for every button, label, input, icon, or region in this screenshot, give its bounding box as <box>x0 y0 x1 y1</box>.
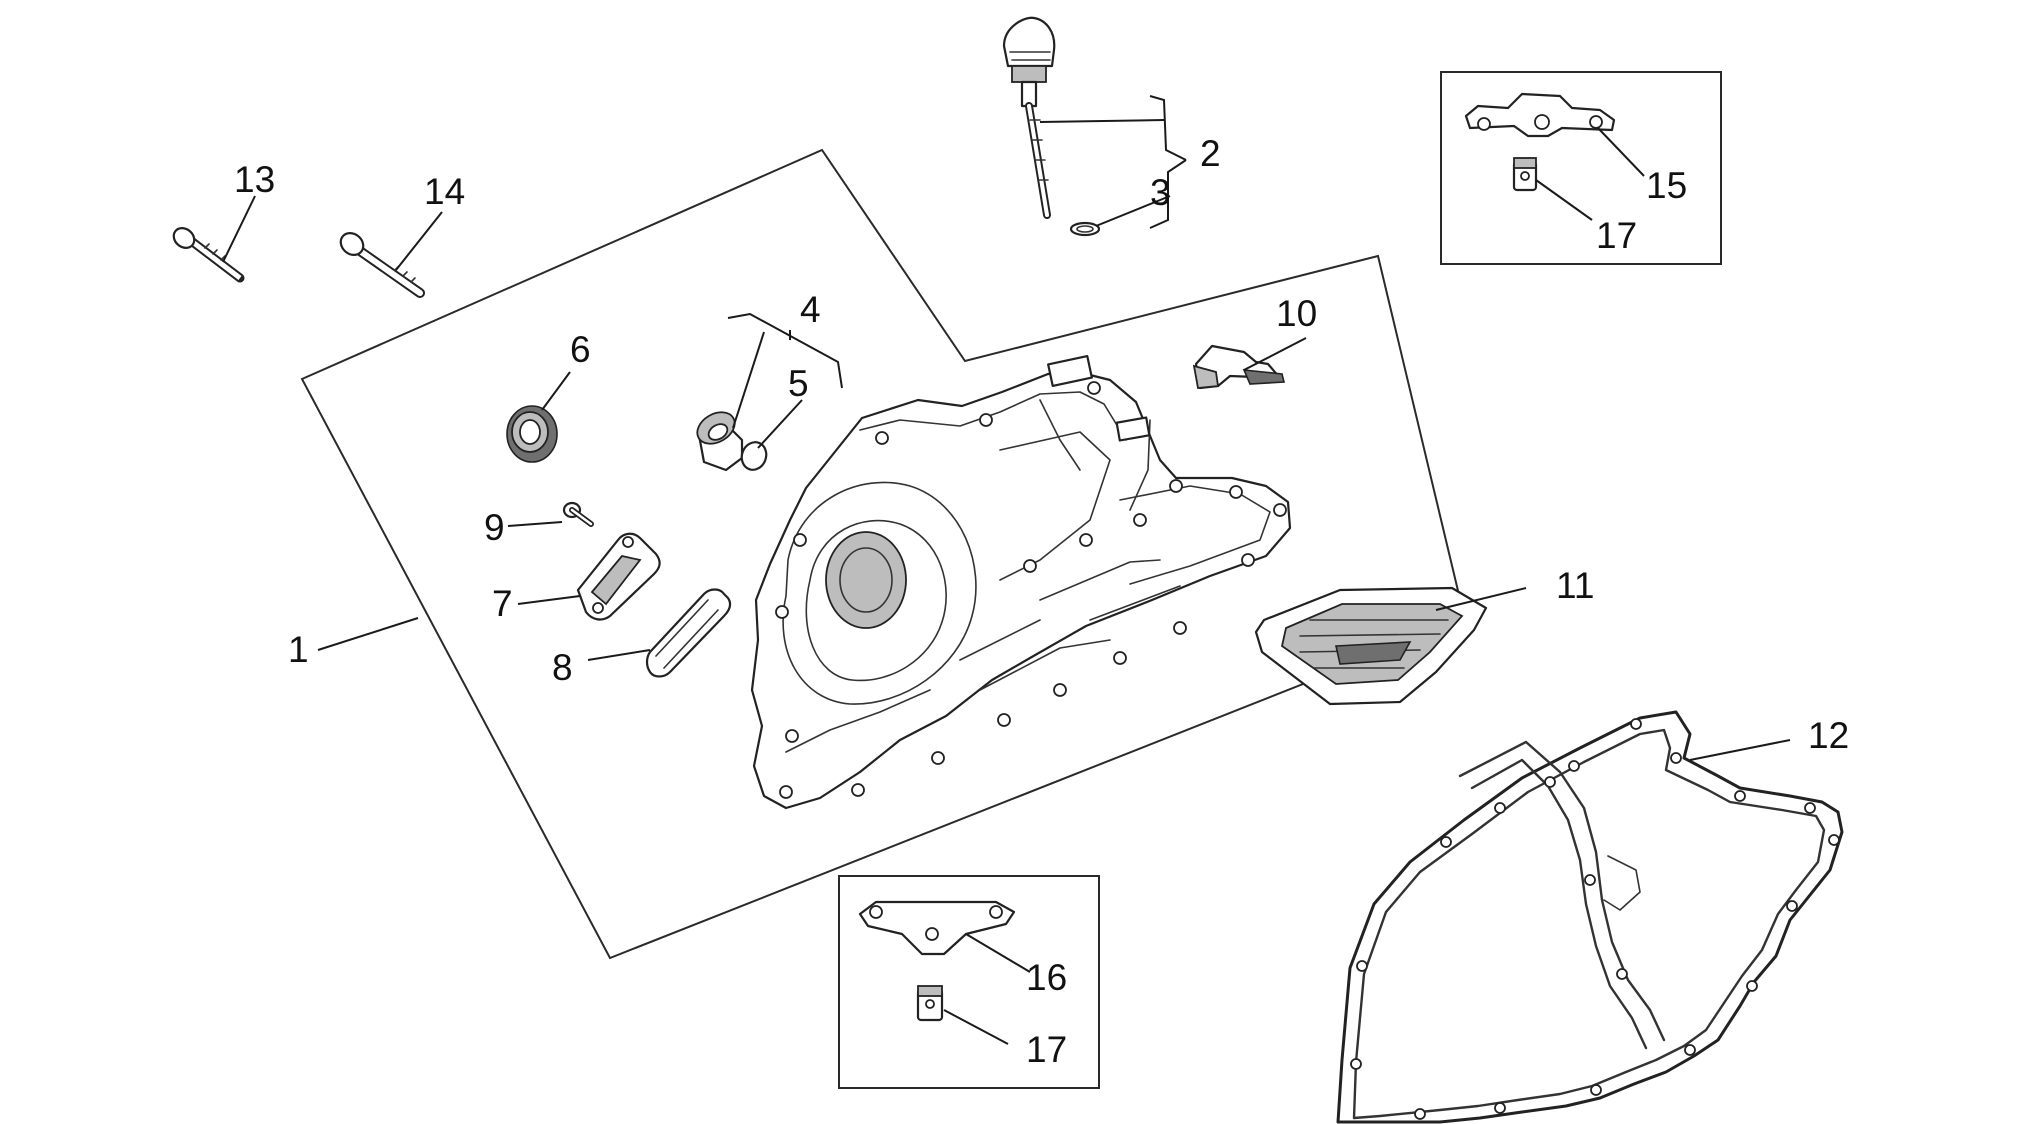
callout-4: 4 <box>800 289 821 330</box>
callout-17-box-16: 17 <box>1026 1029 1067 1070</box>
o-ring-3 <box>1069 221 1101 237</box>
cover-plate-7 <box>576 532 661 621</box>
gasket-bolt-holes <box>1350 718 1840 1120</box>
screw-9 <box>562 501 594 527</box>
bracket-15 <box>1464 92 1616 138</box>
oil-strainer-11 <box>1254 586 1488 706</box>
callout-3: 3 <box>1150 172 1171 213</box>
callout-7: 7 <box>492 583 513 624</box>
bolt-13 <box>172 227 245 283</box>
callout-13: 13 <box>234 159 275 200</box>
plug-4 <box>696 411 744 472</box>
callout-1: 1 <box>288 629 309 670</box>
leader-lines <box>222 95 1791 1045</box>
bracket-10 <box>1192 344 1286 390</box>
dipstick-2 <box>1002 16 1056 219</box>
callout-10: 10 <box>1276 293 1317 334</box>
bracket-16 <box>858 900 1016 956</box>
callout-15: 15 <box>1646 165 1687 206</box>
gasket-8 <box>645 588 732 678</box>
callout-14: 14 <box>424 171 465 212</box>
oil-seal-6 <box>506 405 558 463</box>
crankcase-1 <box>750 354 1292 810</box>
gasket-12 <box>1336 710 1844 1124</box>
callout-2: 2 <box>1200 133 1221 174</box>
callout-9: 9 <box>484 507 505 548</box>
callout-11: 11 <box>1556 565 1594 606</box>
callout-16: 16 <box>1026 957 1067 998</box>
bolt-14 <box>339 232 425 298</box>
callout-17-box-15: 17 <box>1596 215 1637 256</box>
clip-17-a <box>1512 157 1538 192</box>
callout-6: 6 <box>570 329 591 370</box>
callout-12: 12 <box>1808 715 1849 756</box>
clip-17-b <box>916 985 944 1022</box>
crankcase-bolt-holes <box>775 381 1287 799</box>
o-ring-5 <box>740 441 768 471</box>
callout-numbers: 1 2 3 4 5 6 7 8 9 10 11 12 13 14 15 16 1… <box>234 133 1849 1070</box>
callout-8: 8 <box>552 647 573 688</box>
crankcase-group-frame <box>300 148 1467 960</box>
kit-box-16-17 <box>838 875 1100 1089</box>
callout-5: 5 <box>788 363 809 404</box>
kit-box-15-17 <box>1440 71 1722 265</box>
